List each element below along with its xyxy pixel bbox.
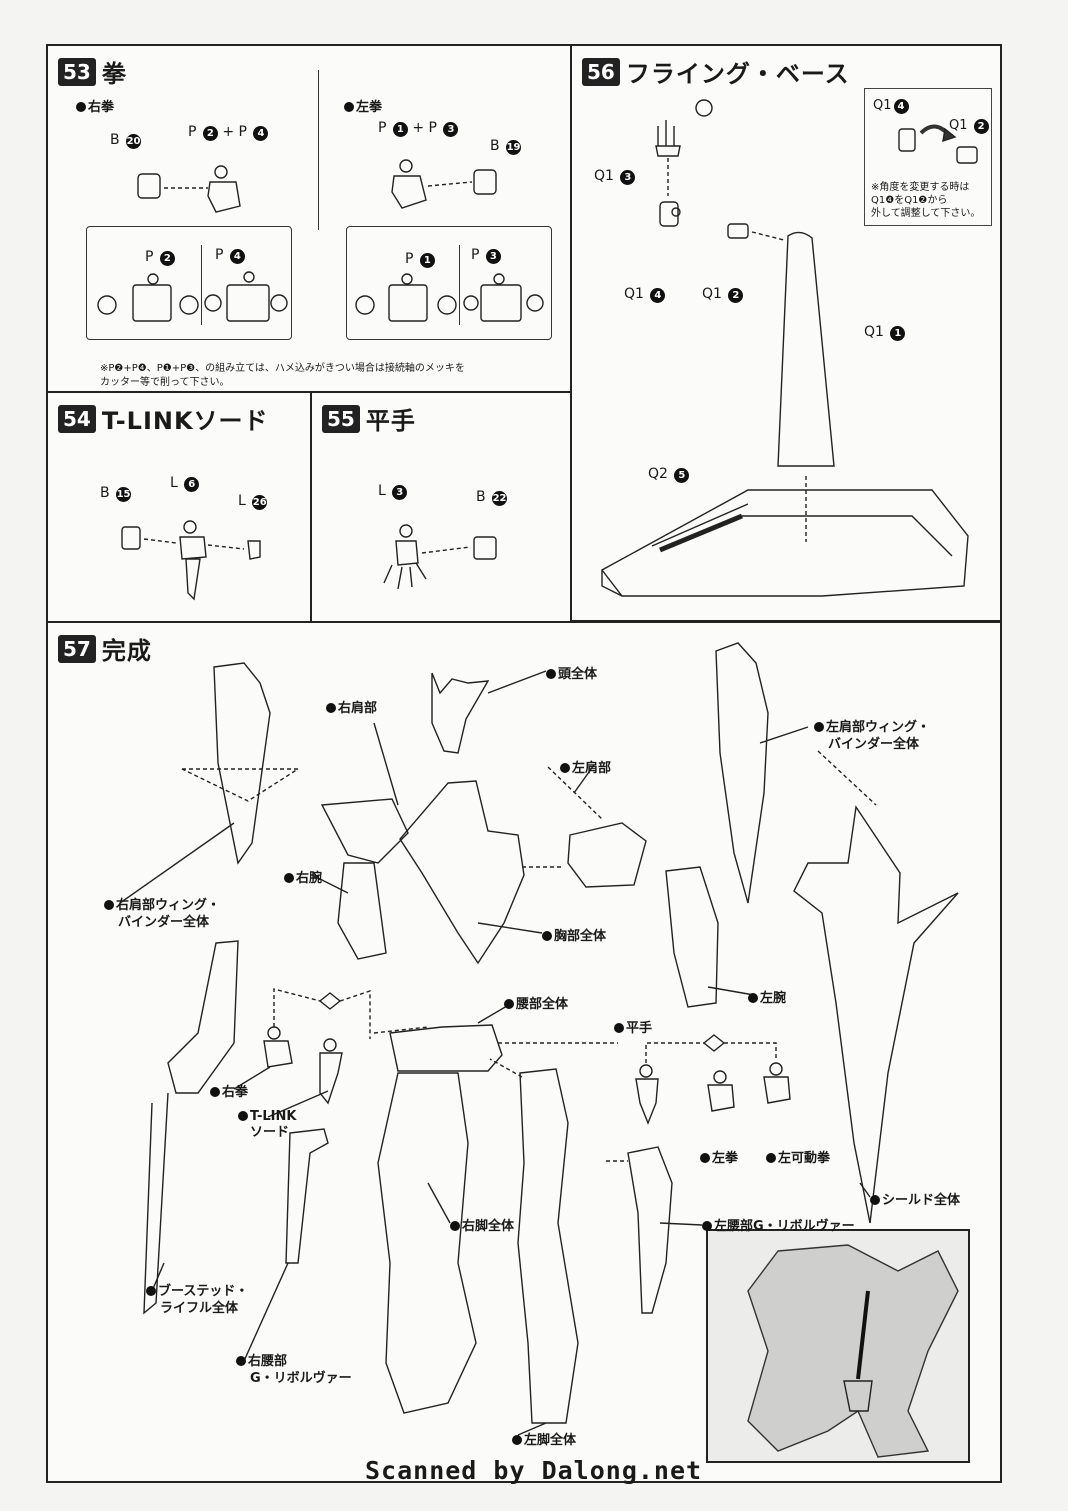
label-right-shoulder: 右肩部 [326,697,377,716]
right-fist-label: 右拳 [76,96,114,115]
step-number: 56 [582,57,620,86]
open-hand-illustration [383,524,497,590]
detail-p4: P 4 [215,247,245,264]
scan-credit: Scanned by Dalong.net [365,1456,703,1485]
label-chest: 胸部全体 [542,925,606,944]
step-56-header: 56 フライング・ベース [582,54,850,89]
complete-assembly-illustration [119,642,959,1436]
step-54-panel: 54 T-LINKソード B 15 L 6 L 26 [46,391,312,623]
label-right-wing-binder: 右肩部ウィング・バインダー全体 [104,897,220,931]
step-number: 54 [58,404,96,433]
part-b20: B 20 [110,132,142,149]
label-left-wing-binder: 左肩部ウィング・バインダー全体 [814,719,930,753]
detail-p3: P 3 [471,247,501,264]
detail-p2: P 2 [145,249,175,266]
step-57-panel: 57 完成 [46,621,1002,1483]
step-title: 完成 [101,637,152,665]
step-number: 53 [58,57,96,86]
detail-left-box: P 1 P 3 [346,226,552,340]
part-q1-4: Q1 4 [624,286,666,303]
step-number: 55 [322,404,360,433]
step-55-panel: 55 平手 L 3 B 22 [310,391,572,623]
part-l3: L 3 [378,483,408,500]
label-left-shoulder: 左肩部 [560,757,611,776]
label-right-arm: 右腕 [284,867,322,886]
label-right-fist: 右拳 [210,1081,248,1100]
part-l6: L 6 [170,475,200,492]
left-fist-label: 左拳 [344,96,382,115]
part-b22: B 22 [476,489,508,506]
part-b19: B 19 [490,138,522,155]
label-left-g-revolver: 左腰部G・リボルヴァー [702,1215,855,1234]
part-q1-1: Q1 1 [864,324,906,341]
label-boosted-rifle: ブーステッド・ライフル全体 [146,1283,248,1317]
step-53-header: 53 拳 [58,54,127,89]
label-head: 頭全体 [546,663,597,682]
part-b15: B 15 [100,485,132,502]
label-left-movable-fist: 左可動拳 [766,1147,830,1166]
part-p2-p4: P 2 + P 4 [188,124,269,141]
label-open-hand: 平手 [614,1017,652,1036]
part-q2-5: Q2 5 [648,466,690,483]
part-p1-p3: P 1 + P 3 [378,120,459,137]
step-number: 57 [58,634,96,663]
part-q1-2: Q1 2 [702,286,744,303]
tlink-sword-illustration [121,520,261,601]
fist-parts-illustration [137,159,497,213]
step-title: 拳 [101,60,127,88]
label-left-fist: 左拳 [700,1147,738,1166]
detail-p1: P 1 [405,251,435,268]
label-waist: 腰部全体 [504,993,568,1012]
label-shield: シールド全体 [870,1189,960,1208]
step-57-header: 57 完成 [58,631,152,666]
photo-inset [706,1229,970,1463]
flying-base-illustration [600,99,969,597]
step-title: 平手 [365,407,416,435]
step-title: フライング・ベース [625,60,850,88]
label-left-arm: 左腕 [748,987,786,1006]
part-l26: L 26 [238,493,268,510]
part-q1-3: Q1 3 [594,168,636,185]
detail-right-box: P 2 P 4 [86,226,292,340]
step-54-header: 54 T-LINKソード [58,401,269,436]
label-left-leg: 左脚全体 [512,1429,576,1448]
step-53-panel: 53 拳 右拳 左拳 B 20 P 2 + P 4 P 1 + P 3 B 19… [46,44,572,393]
divider [318,70,319,230]
step-title: T-LINKソード [101,407,269,435]
assembly-note: ※P❷+P❹、P❶+P❸、の組み立ては、ハメ込みがきつい場合は接続軸のメッキを … [100,363,465,388]
label-right-leg: 右脚全体 [450,1215,514,1234]
step-55-header: 55 平手 [322,401,416,436]
